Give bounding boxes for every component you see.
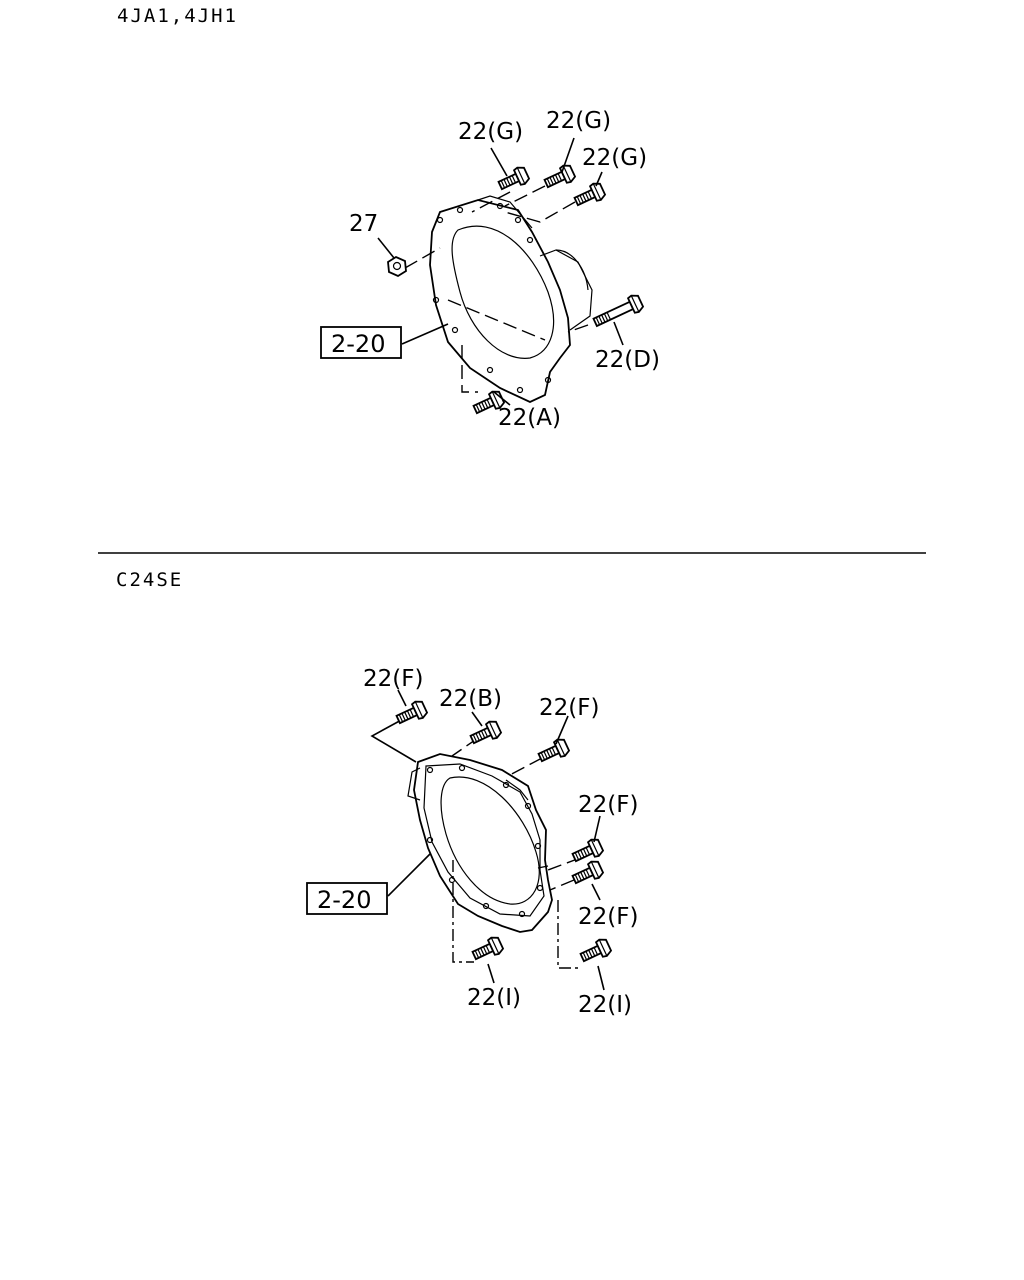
bolt-22f-2 <box>535 736 572 767</box>
callout-22g-c: 22(G) <box>582 145 647 171</box>
leader-line <box>504 185 546 207</box>
leader-line <box>447 299 546 341</box>
callout-22g-a: 22(G) <box>458 119 523 145</box>
leader-line <box>507 757 543 777</box>
bolt-22d <box>590 292 646 332</box>
callout-22d: 22(D) <box>595 347 660 373</box>
leader-line <box>404 247 441 269</box>
section-2-header: C24SE <box>116 569 183 591</box>
bolt-22f-1 <box>393 698 430 729</box>
leader-line <box>461 345 478 393</box>
leader-line <box>452 860 474 963</box>
leader-line <box>567 324 589 333</box>
section-1-header: 4JA1,4JH1 <box>117 5 238 27</box>
leader-line <box>557 900 578 969</box>
callout-22i-b: 22(I) <box>578 992 632 1018</box>
leader-line <box>471 191 511 213</box>
ref-box-1-label: 2-20 <box>331 330 385 358</box>
bolt-22i-2 <box>577 936 614 967</box>
callout-22f-a: 22(F) <box>363 666 423 692</box>
nut-27 <box>387 255 407 278</box>
bolt-22g-3 <box>571 180 608 211</box>
leader-line <box>549 879 575 891</box>
callout-22f-c: 22(F) <box>578 792 638 818</box>
clutch-housing-1 <box>429 195 593 403</box>
bolt-22g-1 <box>495 164 532 195</box>
callout-22b: 22(B) <box>439 686 502 712</box>
leader-line <box>504 201 576 223</box>
bolt-22f-3 <box>569 836 606 867</box>
bolt-22g-2 <box>541 162 578 193</box>
ref-box-section-2[interactable]: 2-20 <box>306 882 388 915</box>
bolt-22b <box>467 718 504 749</box>
ref-box-section-1[interactable]: 2-20 <box>320 326 402 359</box>
clutch-housing-2 <box>407 753 553 933</box>
bolt-22i-1 <box>469 934 506 965</box>
bolt-22f-4 <box>569 858 606 889</box>
callout-22f-d: 22(F) <box>578 904 638 930</box>
callout-27: 27 <box>349 211 378 237</box>
ref-box-2-label: 2-20 <box>317 886 371 914</box>
callout-22f-b: 22(F) <box>539 695 599 721</box>
callout-22g-b: 22(G) <box>546 108 611 134</box>
leader-line <box>370 717 417 763</box>
callout-22a: 22(A) <box>498 405 561 431</box>
callout-22i-a: 22(I) <box>467 985 521 1011</box>
